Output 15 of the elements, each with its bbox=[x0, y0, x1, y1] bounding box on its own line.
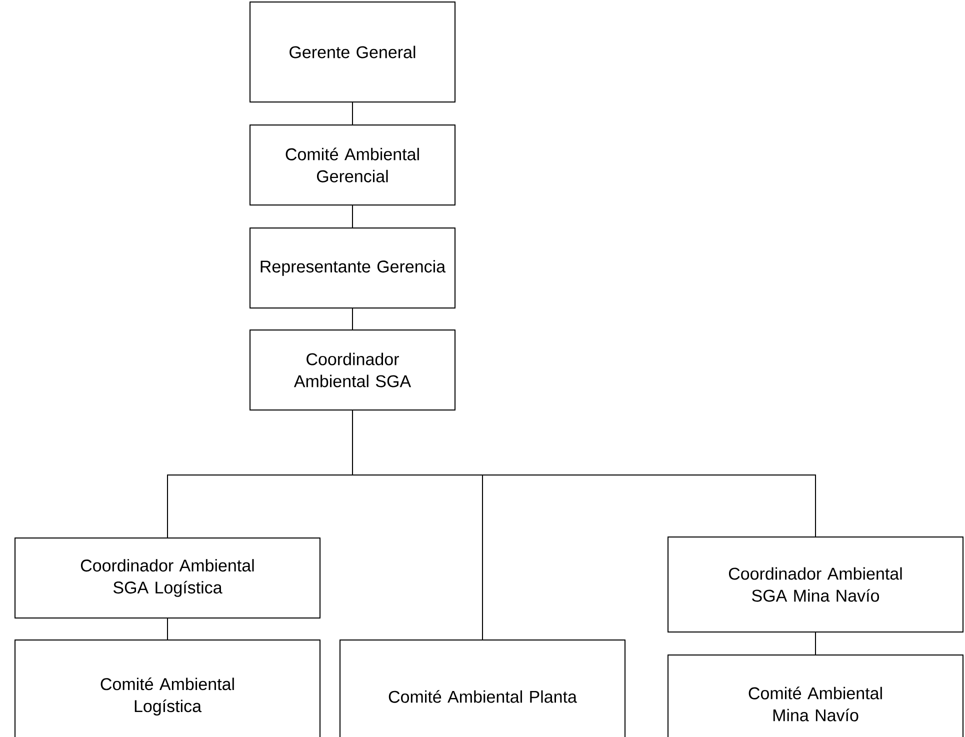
org-box: Representante Gerencia bbox=[250, 228, 456, 308]
org-box: Comité Ambiental Planta bbox=[340, 640, 626, 737]
connector-line bbox=[352, 410, 816, 537]
org-box: Comité Ambiental Mina Navío bbox=[668, 654, 964, 737]
org-box: Coordinador Ambiental SGA Logística bbox=[14, 538, 320, 618]
org-box: Coordinador Ambiental SGA Mina Navío bbox=[668, 536, 964, 632]
org-box: Gerente General bbox=[250, 2, 456, 102]
org-box: Coordinador Ambiental SGA bbox=[250, 330, 456, 410]
org-box: Comité Ambiental Gerencial bbox=[250, 124, 456, 206]
connector-line bbox=[352, 102, 353, 125]
connector-line bbox=[815, 632, 816, 656]
org-box: Comité Ambiental Logística bbox=[14, 640, 320, 737]
connector-line bbox=[352, 205, 353, 228]
connector-line bbox=[167, 618, 168, 640]
connector-line bbox=[352, 308, 353, 330]
